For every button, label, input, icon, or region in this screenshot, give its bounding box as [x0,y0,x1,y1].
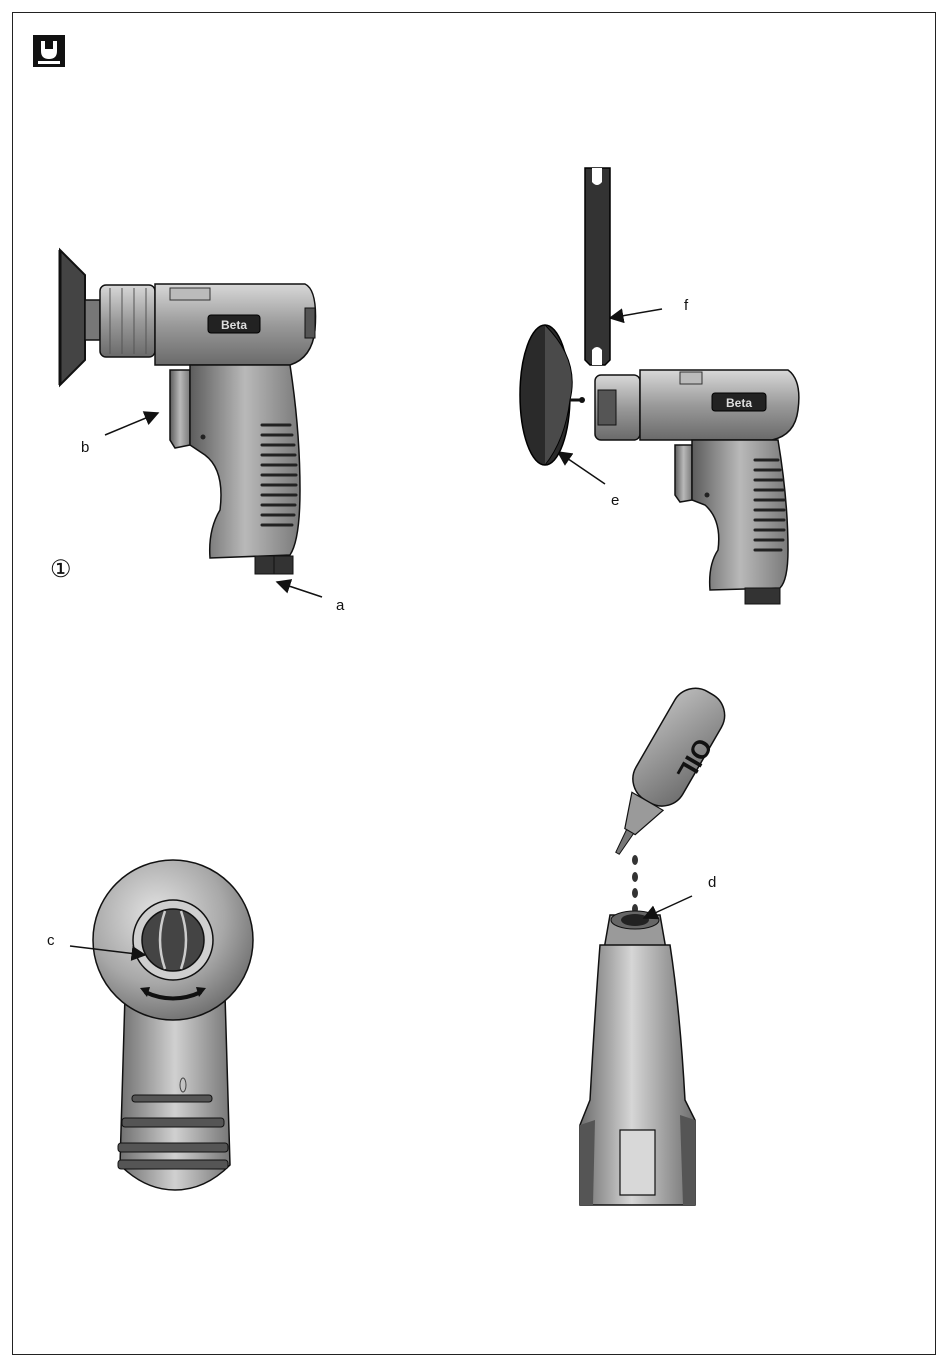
callout-e: e [611,492,619,509]
callout-b: b [81,439,89,456]
brand-logo-2: Beta [726,396,752,410]
callout-arrow-d [600,880,750,940]
callout-arrow-c [0,900,300,1000]
callout-d: d [708,874,716,891]
figure-2-disc-removal: Beta [510,160,810,610]
figure-number: ① [50,555,72,584]
callout-a: a [336,597,344,614]
callout-f: f [684,297,688,314]
callout-c: c [47,932,55,949]
figure-4-oiling: OIL [575,680,775,1220]
